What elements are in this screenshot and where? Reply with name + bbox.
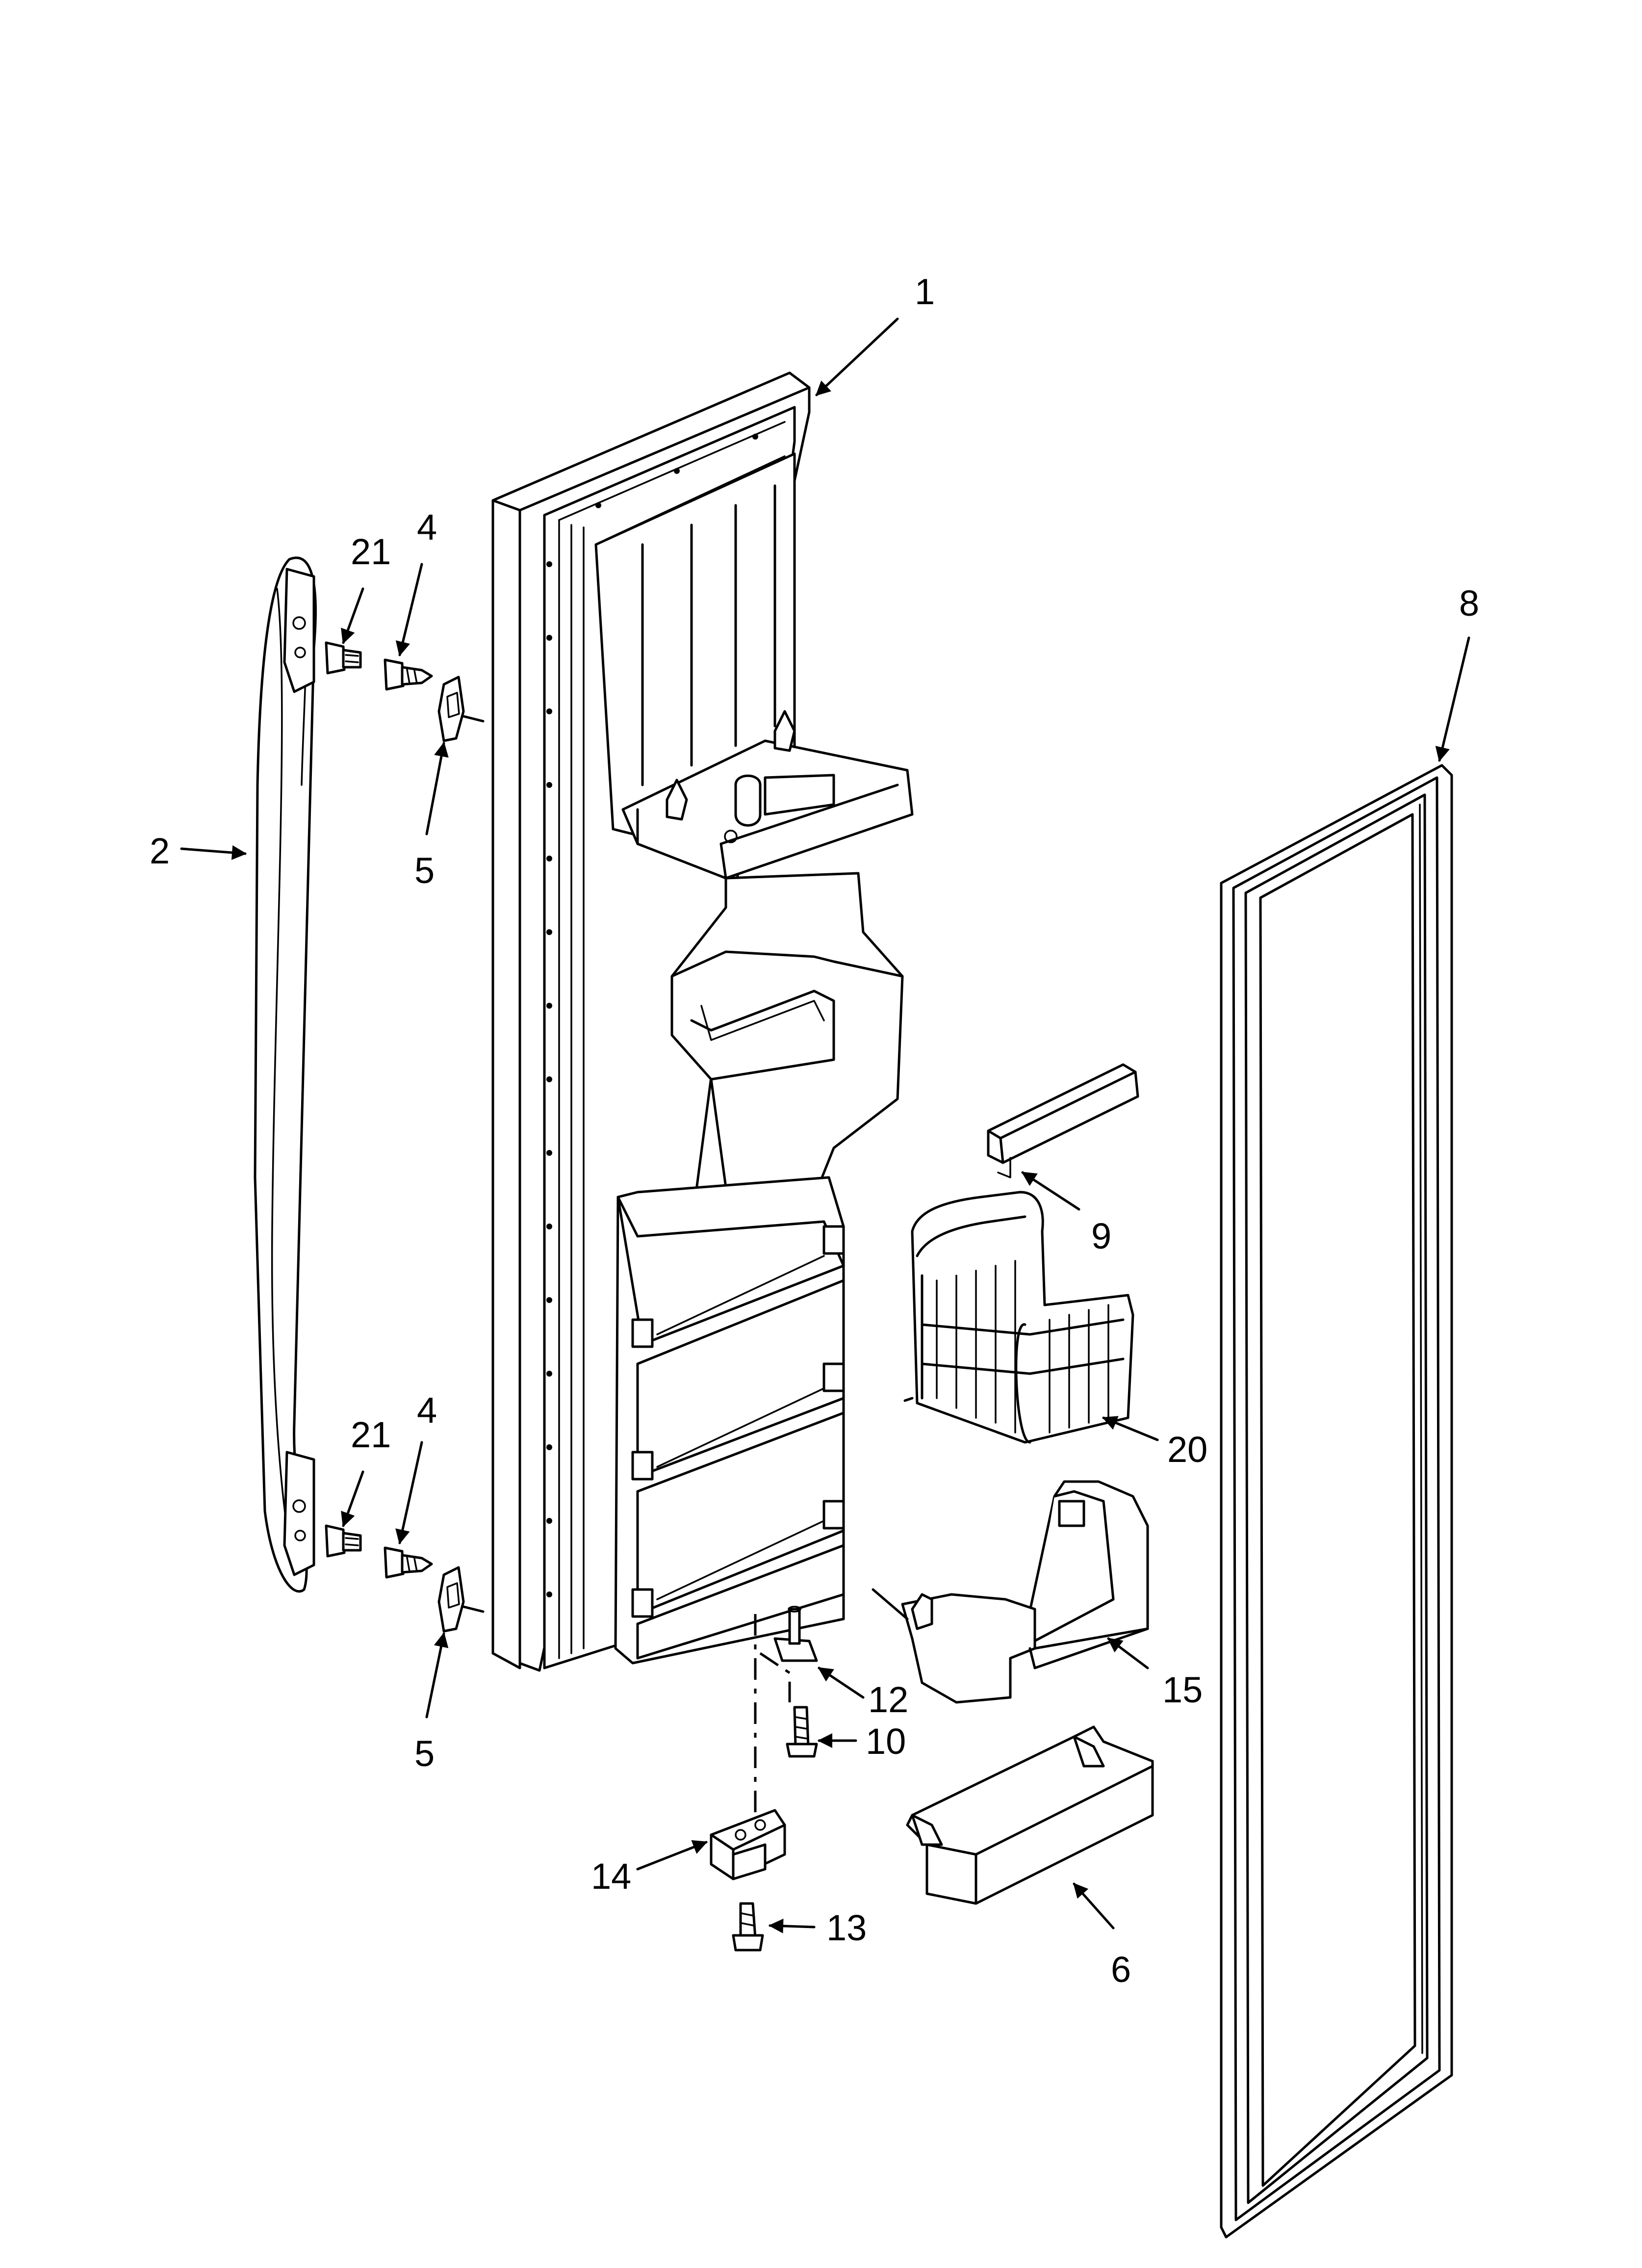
- leader-13: [769, 1918, 816, 1933]
- leader-6: [1073, 1882, 1115, 1929]
- frame-holes: [546, 434, 758, 1597]
- door-assembly: [491, 371, 914, 1672]
- screw-4-lower: [384, 1546, 433, 1579]
- callout-9: 9: [1091, 1216, 1111, 1256]
- callout-8: 8: [1459, 583, 1479, 624]
- callout-4-lower: 4: [417, 1390, 437, 1431]
- clip-5-lower: [437, 1566, 485, 1633]
- door-handle: [254, 556, 317, 1593]
- callout-4-upper: 4: [417, 507, 437, 547]
- door-gasket-8: [1220, 764, 1453, 2239]
- callout-21-upper: 21: [351, 531, 391, 572]
- callout-10: 10: [866, 1721, 906, 1762]
- leader-5-lower: [425, 1632, 449, 1719]
- leader-1: [815, 317, 899, 396]
- leader-2: [180, 845, 247, 860]
- leader-20: [1102, 1416, 1159, 1441]
- hinge-axis-line-2: [759, 1652, 791, 1702]
- door-bin-6: [906, 1725, 1154, 1905]
- screw-10: [786, 1706, 818, 1758]
- callout-labels: 1 2 4 4 5 5 6 8 9 10 12 13 14 15 20 21 2…: [150, 271, 1479, 1990]
- leader-12: [818, 1667, 865, 1699]
- leader-21-upper: [341, 587, 364, 644]
- callout-5-upper: 5: [414, 850, 435, 891]
- leader-8: [1435, 636, 1470, 762]
- hinge-pin-12: [773, 1606, 818, 1662]
- screw-21-upper: [325, 641, 362, 675]
- screw-13: [732, 1902, 764, 1952]
- callout-13: 13: [826, 1907, 867, 1948]
- ice-bin-15: [872, 1480, 1149, 1704]
- screw-4-upper: [384, 658, 433, 691]
- callout-21-lower: 21: [351, 1414, 391, 1455]
- ice-basket-20: [903, 1191, 1134, 1444]
- callout-15: 15: [1162, 1669, 1203, 1710]
- leader-9: [1021, 1171, 1080, 1211]
- callout-1: 1: [915, 271, 935, 312]
- callout-14: 14: [591, 1856, 631, 1897]
- leader-4-upper: [395, 563, 423, 656]
- leader-14: [636, 1840, 708, 1871]
- clip-5-upper: [437, 676, 485, 742]
- callout-5-lower: 5: [414, 1733, 435, 1774]
- leader-21-lower: [341, 1470, 364, 1527]
- leader-lines: [180, 317, 1470, 1933]
- lower-hinge-14: [710, 1809, 786, 1880]
- callout-2: 2: [150, 831, 170, 871]
- leader-4-lower: [395, 1441, 423, 1544]
- screw-21-lower: [325, 1524, 362, 1558]
- callout-6: 6: [1111, 1949, 1131, 1990]
- leader-5-upper: [425, 742, 449, 835]
- channel-9: [987, 1063, 1139, 1178]
- callout-12: 12: [868, 1679, 908, 1720]
- leader-15: [1107, 1637, 1149, 1669]
- callout-20: 20: [1167, 1429, 1207, 1470]
